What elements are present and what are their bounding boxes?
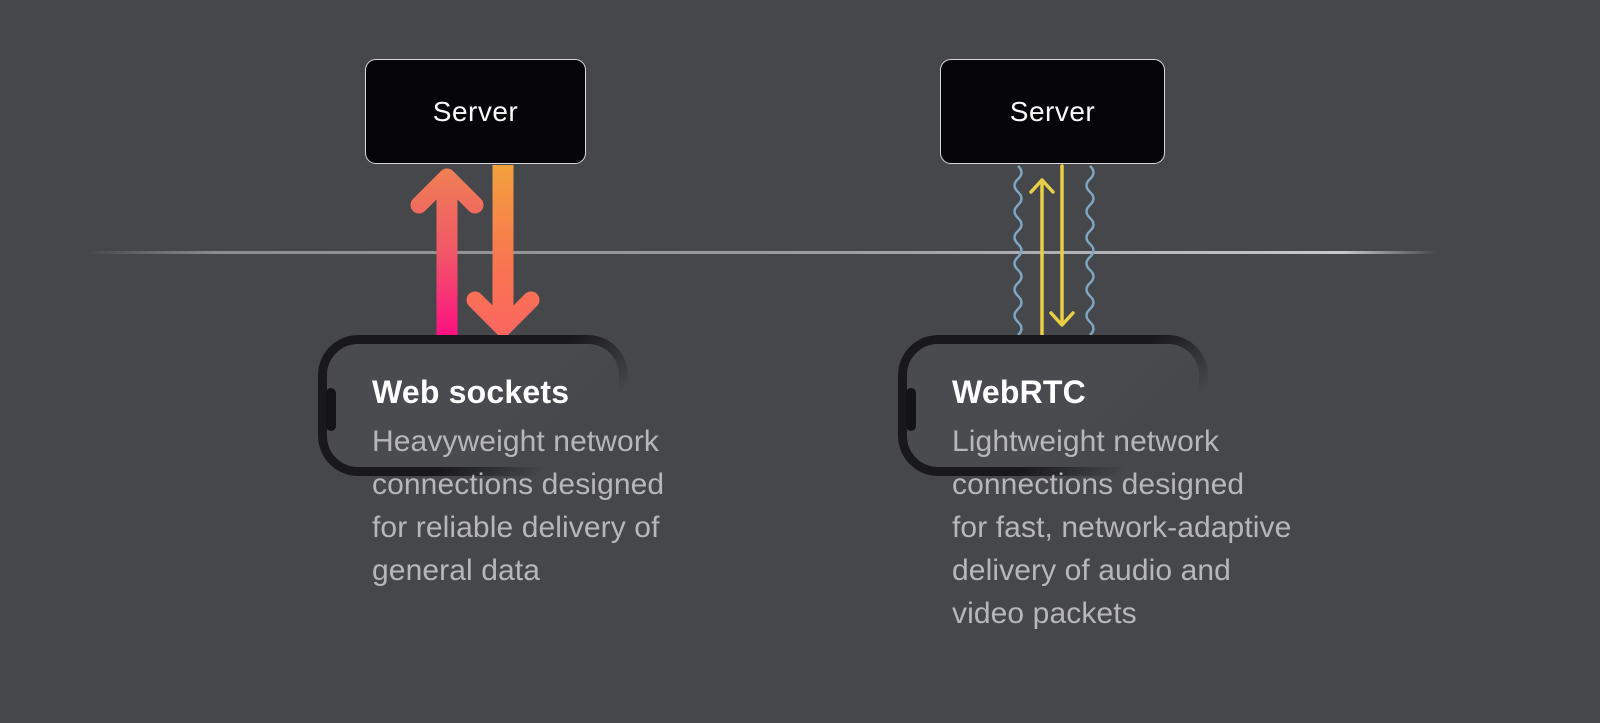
webrtc-wave-right-icon	[1085, 165, 1095, 336]
phone-camera-notch	[326, 388, 336, 431]
websocket-upload-arrow-icon	[410, 168, 484, 338]
websocket-server-box: Server	[365, 59, 586, 164]
websocket-panel: Web sockets Heavyweight network connecti…	[372, 374, 762, 592]
webrtc-panel: WebRTC Lightweight network connections d…	[952, 374, 1392, 635]
webrtc-wave-left-icon	[1013, 165, 1023, 336]
webrtc-title: WebRTC	[952, 374, 1086, 410]
websocket-description: Heavyweight network connections designed…	[372, 425, 665, 587]
webrtc-upload-arrow-icon	[1029, 178, 1055, 338]
phone-camera-notch	[906, 388, 916, 431]
server-label: Server	[432, 95, 519, 127]
webrtc-description: Lightweight network connections designed…	[952, 425, 1292, 630]
webrtc-server-box: Server	[940, 59, 1165, 164]
server-label: Server	[1009, 95, 1096, 127]
network-boundary-line	[85, 251, 1437, 254]
websocket-title: Web sockets	[372, 374, 570, 410]
webrtc-download-arrow-icon	[1049, 164, 1075, 327]
websocket-download-arrow-icon	[466, 165, 540, 337]
